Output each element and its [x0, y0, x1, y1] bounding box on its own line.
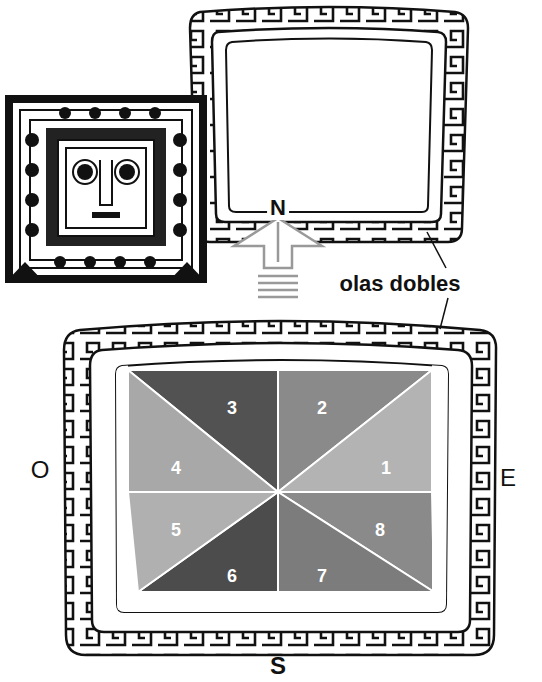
- sector-number: 4: [171, 459, 181, 477]
- sector-number: 5: [171, 521, 181, 539]
- bottom-frame: [64, 321, 496, 655]
- sector-number: 6: [227, 567, 237, 585]
- north-arrow: [234, 218, 322, 297]
- callout-label: olas dobles: [336, 272, 463, 296]
- compass-north: N: [267, 196, 289, 220]
- compass-west: O: [31, 458, 50, 482]
- compass-east: E: [500, 466, 516, 490]
- sector-number: 1: [381, 459, 391, 477]
- gateway-sun-inset: [5, 95, 207, 283]
- compass-south: S: [270, 654, 286, 678]
- sector-number: 3: [227, 399, 237, 417]
- sector-diagram: [112, 360, 452, 614]
- sector-number: 8: [375, 521, 385, 539]
- sector-number: 2: [317, 399, 327, 417]
- sector-number: 7: [317, 567, 327, 585]
- top-frame: [190, 7, 468, 242]
